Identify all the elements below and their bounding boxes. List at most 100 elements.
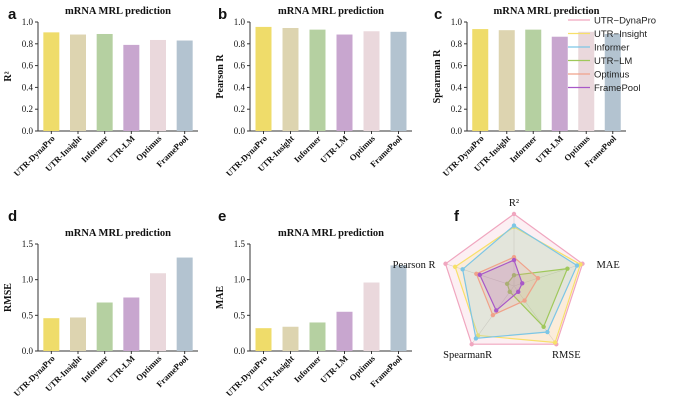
panel-label: d	[8, 208, 17, 225]
bar-utr-dynapro	[43, 32, 60, 132]
radar-point-utr-insight	[578, 262, 583, 267]
legend-label-utr-lm: UTR−LM	[594, 56, 632, 67]
y-tick-label: 1.0	[234, 275, 246, 285]
y-axis-label: Pearson R	[215, 54, 226, 99]
bar-utr-insight	[498, 30, 515, 131]
radar-point-optimus	[474, 271, 479, 276]
y-tick-label: 0.6	[451, 61, 463, 71]
x-tick-label: UTR-LM	[318, 353, 350, 385]
bar-utr-insight	[282, 326, 299, 351]
radar-axis-label: SpearmanR	[443, 350, 492, 361]
y-tick-label: 1.0	[451, 17, 463, 27]
chart-title: mRNA MRL prediction	[65, 228, 171, 239]
bar-utr-dynapro	[255, 328, 272, 351]
y-tick-label: 0.0	[22, 346, 34, 356]
y-tick-label: 0.6	[234, 61, 246, 71]
bar-informer	[309, 322, 326, 351]
radar-point-informer	[574, 263, 580, 268]
legend-label-utr-dynapro: UTR−DynaPro	[594, 16, 656, 27]
bar-utr-dynapro	[472, 29, 489, 131]
x-tick-label: UTR-LM	[533, 133, 565, 165]
radar-point-framepool	[516, 289, 521, 295]
bar-optimus	[363, 31, 380, 131]
radar-point-utr-lm	[507, 289, 512, 295]
radar-point-framepool	[477, 272, 482, 278]
x-tick-label: Informer	[292, 353, 323, 384]
radar-point-framepool	[494, 308, 499, 313]
y-tick-label: 0.0	[451, 126, 463, 136]
y-tick-label: 0.0	[234, 126, 246, 136]
chart-title: mRNA MRL prediction	[278, 228, 384, 239]
legend-label-framepool: FramePool	[594, 83, 640, 94]
bar-utr-insight	[282, 27, 299, 131]
radar-point-utr-dynapro	[443, 261, 448, 266]
radar-axis-label: RMSE	[552, 350, 581, 361]
bar-framepool	[604, 33, 621, 131]
y-tick-label: 0.4	[234, 82, 246, 92]
bar-utr-lm	[123, 297, 140, 351]
y-tick-label: 0.4	[451, 82, 463, 92]
chart-title: mRNA MRL prediction	[65, 6, 171, 17]
chart-title: mRNA MRL prediction	[278, 6, 384, 17]
panel-label: f	[454, 208, 460, 225]
y-tick-label: 0.5	[234, 310, 246, 320]
bar-optimus	[578, 31, 595, 132]
radar-point-utr-insight	[452, 264, 458, 270]
chart-title: mRNA MRL prediction	[494, 6, 600, 17]
y-tick-label: 1.5	[22, 239, 34, 249]
bar-informer	[525, 29, 542, 132]
radar-point-optimus	[535, 276, 541, 281]
x-tick-label: UTR-LM	[318, 133, 350, 165]
legend: UTR−DynaProUTR−InsightInformerUTR−LMOpti…	[568, 16, 656, 94]
radar-series-framepool	[478, 259, 523, 312]
x-tick-label: UTR-LM	[105, 133, 137, 165]
panel-label: a	[8, 6, 17, 23]
y-tick-label: 1.0	[22, 17, 34, 27]
bar-utr-dynapro	[255, 26, 272, 132]
y-tick-label: 0.2	[22, 104, 33, 114]
radar-point-optimus	[522, 298, 527, 303]
bar-framepool	[176, 40, 193, 131]
radar-spoke	[513, 285, 557, 345]
radar-point-utr-dynapro	[469, 342, 474, 347]
radar-point-utr-lm	[565, 266, 570, 271]
y-tick-label: 0.5	[22, 310, 34, 320]
panel-label: c	[434, 6, 442, 23]
bar-informer	[309, 29, 326, 132]
bar-utr-dynapro	[43, 318, 60, 351]
y-tick-label: 1.0	[234, 17, 246, 27]
radar-point-framepool	[511, 257, 517, 263]
bar-informer	[96, 302, 113, 351]
radar-point-informer	[473, 336, 479, 341]
bar-utr-lm	[336, 311, 353, 351]
bar-utr-lm	[336, 34, 353, 131]
panel-label: e	[218, 208, 226, 225]
bar-framepool	[176, 257, 193, 351]
y-tick-label: 0.4	[22, 82, 34, 92]
radar-point-framepool	[520, 281, 525, 286]
radar-point-utr-lm	[511, 273, 517, 278]
radar-axis-label: R²	[509, 198, 519, 209]
y-axis-label: Spearman R	[432, 49, 443, 103]
y-tick-label: 0.0	[234, 346, 246, 356]
bar-informer	[96, 33, 113, 131]
radar-axis-label: MAE	[596, 260, 619, 271]
radar-point-optimus	[490, 312, 496, 318]
legend-label-optimus: Optimus	[594, 70, 630, 81]
x-tick-label: UTR-LM	[105, 353, 137, 385]
radar-point-informer	[460, 267, 465, 272]
x-tick-label: Informer	[292, 133, 323, 164]
y-tick-label: 0.8	[234, 39, 246, 49]
panel-label: b	[218, 6, 227, 23]
radar-point-informer	[545, 329, 550, 335]
legend-label-utr-insight: UTR−Insight	[594, 29, 647, 40]
y-tick-label: 0.2	[451, 104, 462, 114]
bar-framepool	[390, 31, 407, 132]
radar-point-utr-insight	[552, 340, 558, 345]
radar-point-utr-lm	[541, 324, 546, 329]
